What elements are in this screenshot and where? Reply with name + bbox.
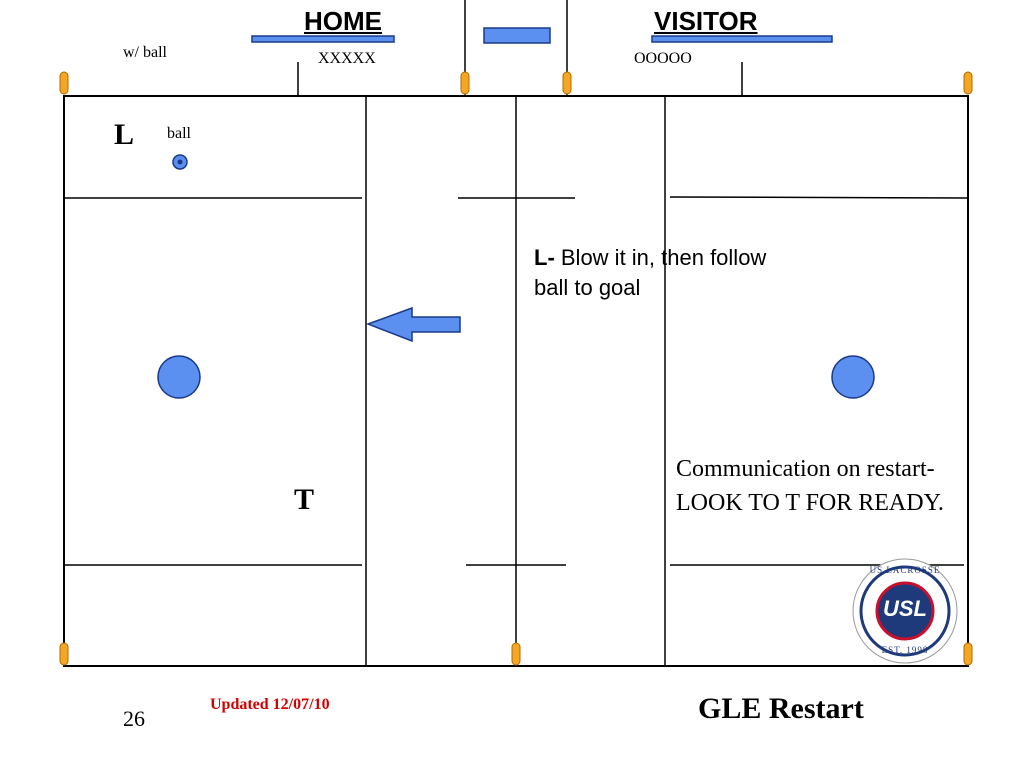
with-ball-label: w/ ball xyxy=(123,44,167,61)
us-lacrosse-logo xyxy=(852,558,958,664)
home-players: XXXXX xyxy=(318,50,376,67)
slide-title: GLE Restart xyxy=(698,692,864,725)
visitor-bench-bar xyxy=(651,35,833,43)
left-arrow-icon xyxy=(365,306,461,343)
lead-official-marker: L xyxy=(114,118,135,151)
communication-note: Communication on restart- LOOK TO T FOR … xyxy=(676,456,944,516)
trail-official-marker: T xyxy=(294,483,315,516)
home-bench-bar xyxy=(251,35,395,43)
ball-label: ball xyxy=(167,125,191,142)
pylon-top-right xyxy=(963,71,973,95)
pylon-bottom-left xyxy=(59,642,69,666)
pylon-top-left xyxy=(59,71,69,95)
logo-center-text: USL xyxy=(883,596,927,621)
pylon-top-center-left xyxy=(460,71,470,95)
lead-instruction-prefix: L- xyxy=(534,245,555,270)
pylon-top-center-right xyxy=(562,71,572,95)
ball-center xyxy=(177,159,183,165)
lead-instruction: L- Blow it in, then follow ball to goal xyxy=(534,243,774,303)
goal-left xyxy=(157,355,201,399)
visitor-label: VISITOR xyxy=(654,6,758,36)
visitor-players: OOOOO xyxy=(634,50,692,67)
scorer-table-bar xyxy=(483,27,551,44)
pylon-bottom-right xyxy=(963,642,973,666)
logo-bottom-text: EST. 1998 xyxy=(881,645,929,655)
goal-right xyxy=(831,355,875,399)
lead-instruction-text: Blow it in, then follow ball to goal xyxy=(534,245,767,300)
page-number: 26 xyxy=(123,706,145,731)
logo-top-text: US LACROSSE xyxy=(869,565,941,575)
restraining-line-top-right xyxy=(669,196,969,199)
updated-date: Updated 12/07/10 xyxy=(210,696,330,713)
home-label: HOME xyxy=(304,6,382,36)
pylon-bottom-center xyxy=(511,642,521,666)
